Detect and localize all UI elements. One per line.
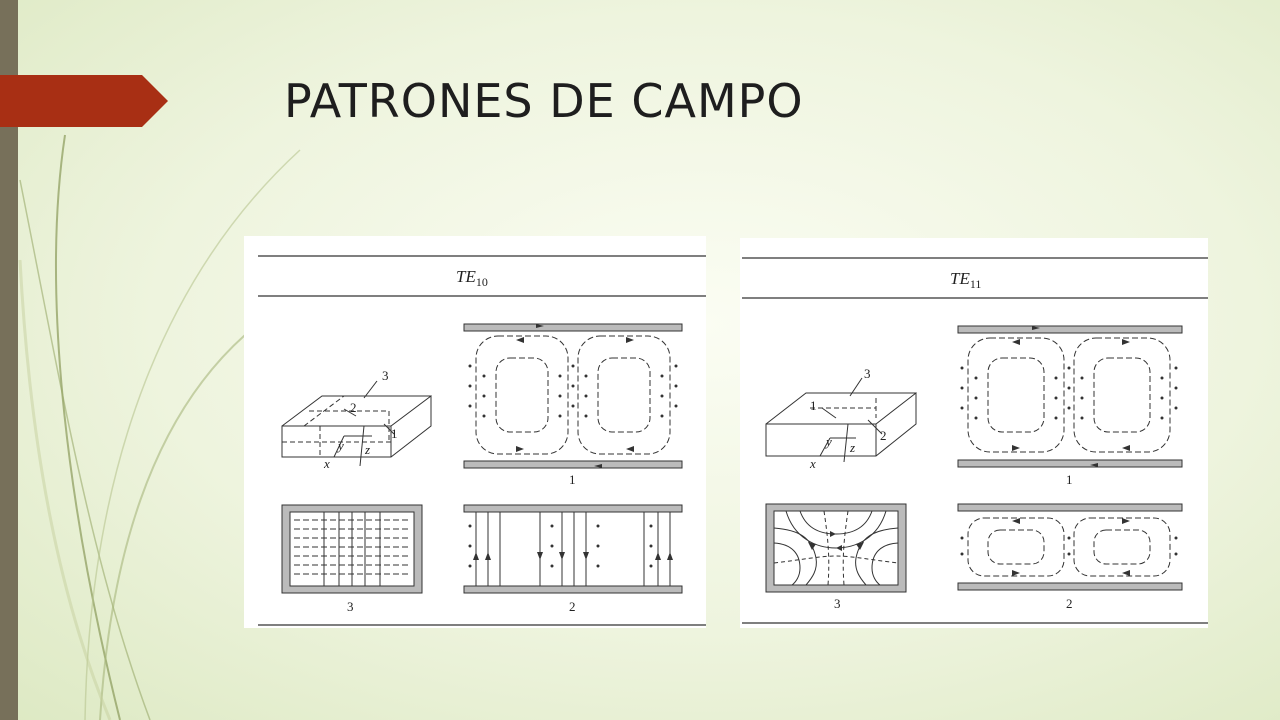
te11-view-1: 1 [957,325,1183,487]
te10-view-3: 3 [281,504,423,614]
te11-figure-panel: TE11 3 1 2 x y z [740,238,1208,628]
te11-callout-3: 3 [864,366,871,381]
te11-view-2: 2 [957,503,1183,611]
te11-waveguide-sketch [765,377,917,463]
te11-callout-1: 1 [810,398,817,413]
te10-view-2: 2 [463,504,683,614]
te10-callout-3: 3 [382,368,389,383]
title-marker-arrow [0,75,168,127]
te10-view-1: 1 [463,323,683,487]
te11-axis-y: y [824,434,832,449]
te11-axis-z: z [849,440,855,455]
page-title: PATRONES DE CAMPO [284,74,804,128]
te10-waveguide-sketch [281,380,432,467]
decorative-swooshes [18,134,301,720]
te10-axis-y: y [336,438,344,453]
te10-mode-label: TE10 [456,267,488,289]
te10-axis-x: x [323,456,330,471]
te10-figure-panel: TE10 3 2 1 x y z [244,236,706,628]
te11-view-3: 3 [765,503,907,611]
te11-view-3-label: 3 [834,596,841,611]
te11-view-1-label: 1 [1066,472,1073,487]
te11-mode-label: TE11 [950,269,981,291]
te10-callout-1: 1 [391,426,398,441]
te10-view-2-label: 2 [569,599,576,614]
left-accent-bar [0,0,18,720]
te10-callout-2: 2 [350,400,357,415]
te10-view-1-label: 1 [569,472,576,487]
te11-axis-x: x [809,456,816,471]
te11-callout-2: 2 [880,428,887,443]
te11-view-2-label: 2 [1066,596,1073,611]
te10-axis-z: z [364,442,370,457]
te10-view-3-label: 3 [347,599,354,614]
